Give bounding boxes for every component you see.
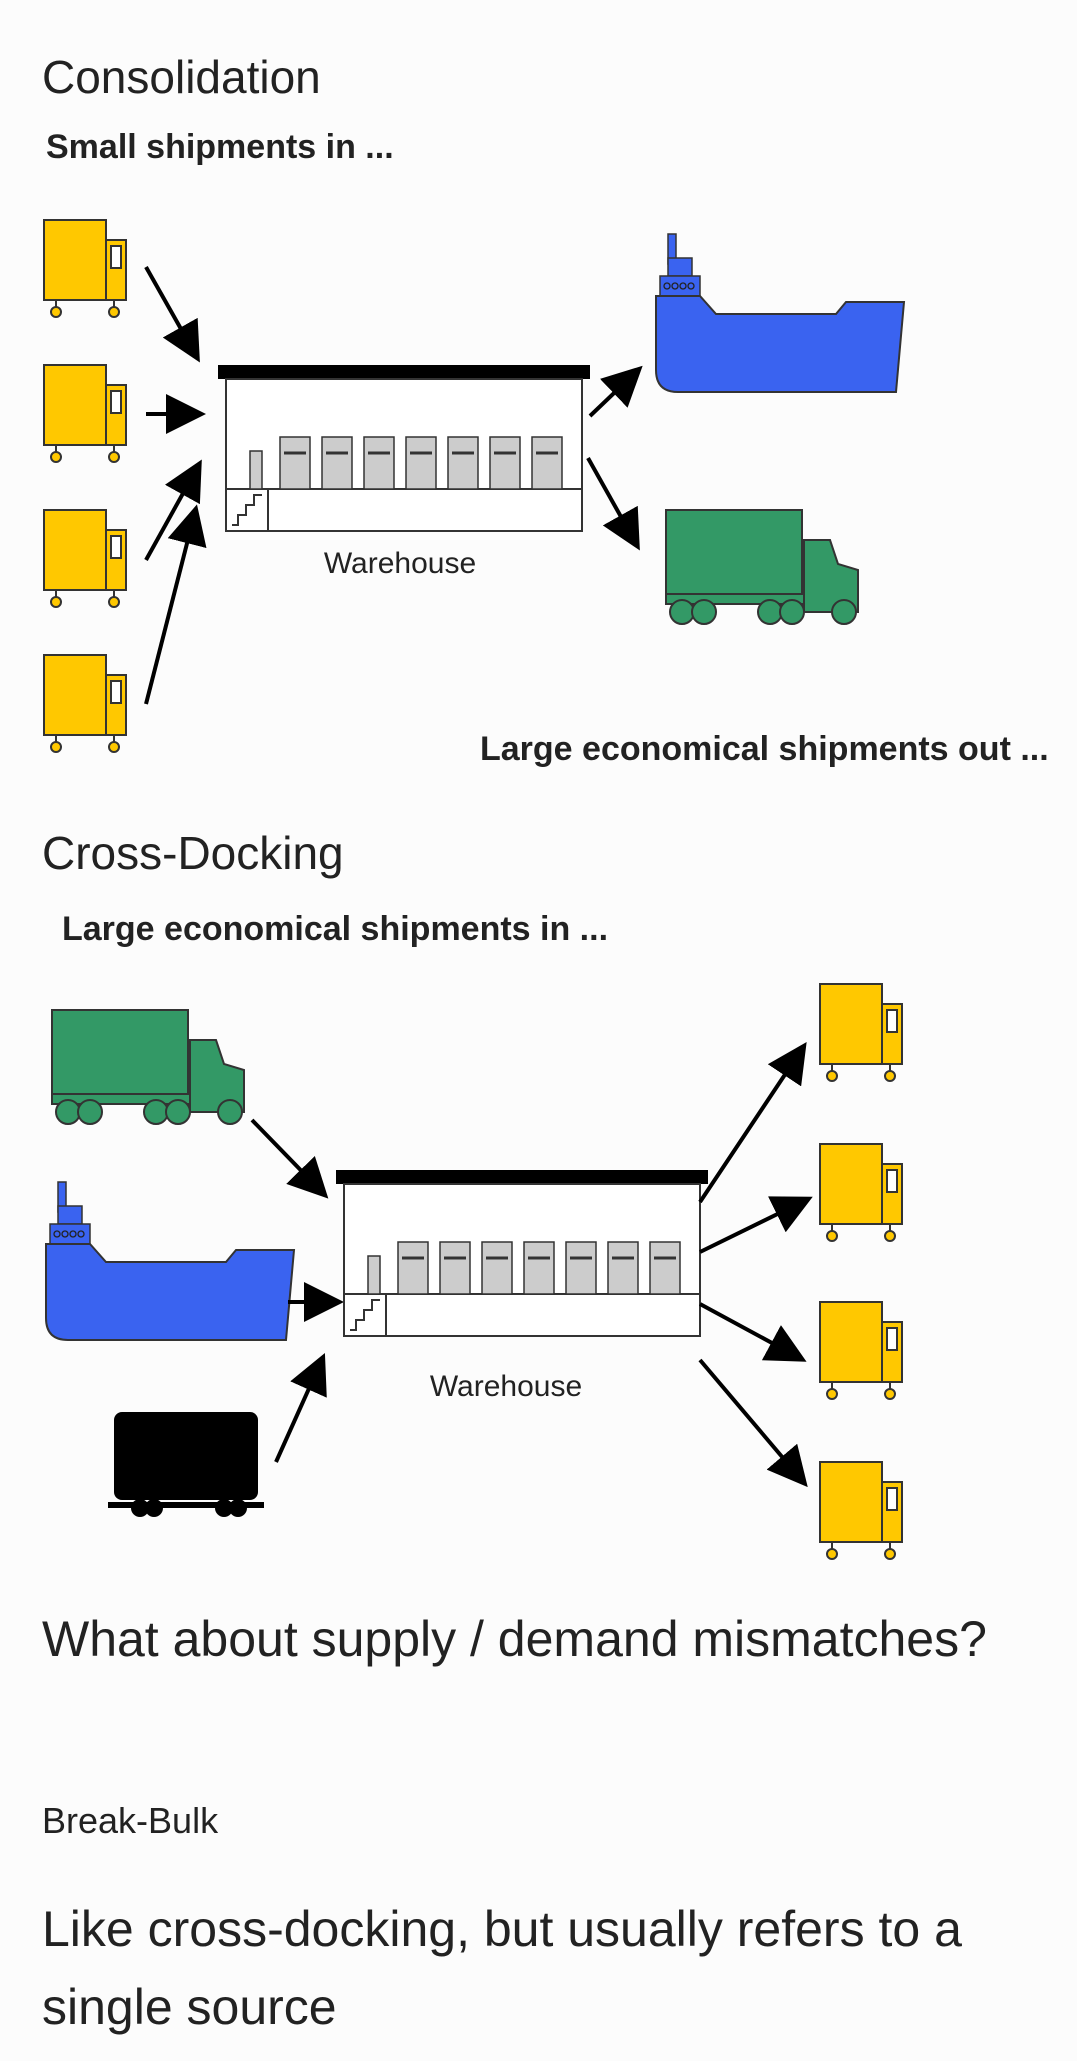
arrow-icon bbox=[250, 1118, 329, 1199]
crossdock-title: Cross-Docking bbox=[42, 827, 344, 879]
question-heading: What about supply / demand mismatches? bbox=[42, 1611, 987, 1667]
arrow-icon bbox=[144, 266, 200, 363]
box-truck-icon bbox=[819, 983, 903, 1082]
caption-large-shipments-out: Large economical shipments out ... bbox=[480, 730, 1049, 768]
arrow-icon bbox=[699, 1302, 807, 1362]
box-truck-icon bbox=[819, 1461, 903, 1560]
ship-icon bbox=[45, 1181, 295, 1341]
arrow-icon bbox=[586, 457, 640, 551]
warehouse-label: Warehouse bbox=[430, 1370, 582, 1403]
warehouse-icon bbox=[334, 1168, 710, 1338]
caption-large-shipments-in: Large economical shipments in ... bbox=[62, 910, 608, 948]
box-truck-icon bbox=[43, 509, 127, 608]
consolidation-diagram: Small shipments in ... Warehouse Large e… bbox=[43, 128, 1049, 768]
warehouse-label: Warehouse bbox=[324, 547, 476, 580]
semi-truck-icon bbox=[51, 1009, 245, 1125]
arrow-icon bbox=[588, 365, 643, 418]
break-bulk-heading: Break-Bulk bbox=[42, 1800, 219, 1841]
arrow-icon bbox=[698, 1358, 808, 1488]
arrow-icon bbox=[144, 459, 202, 561]
crossdock-diagram: Large economical shipments in ... Wareho… bbox=[45, 910, 903, 1560]
box-truck-icon bbox=[43, 364, 127, 463]
ship-icon bbox=[655, 233, 905, 393]
arrow-icon bbox=[144, 504, 207, 705]
box-truck-icon bbox=[819, 1301, 903, 1400]
railcar-icon bbox=[108, 1412, 264, 1517]
caption-small-shipments-in: Small shipments in ... bbox=[46, 128, 394, 166]
box-truck-icon bbox=[43, 654, 127, 753]
box-truck-icon bbox=[43, 219, 127, 318]
consolidation-title: Consolidation bbox=[42, 51, 321, 103]
warehouse-icon bbox=[216, 363, 592, 533]
semi-truck-icon bbox=[665, 509, 859, 625]
break-bulk-description: Like cross-docking, but usually refers t… bbox=[42, 1901, 962, 2035]
arrow-icon bbox=[274, 1353, 327, 1463]
arrow-icon bbox=[699, 1196, 813, 1254]
box-truck-icon bbox=[819, 1143, 903, 1242]
arrow-icon bbox=[698, 1042, 807, 1204]
